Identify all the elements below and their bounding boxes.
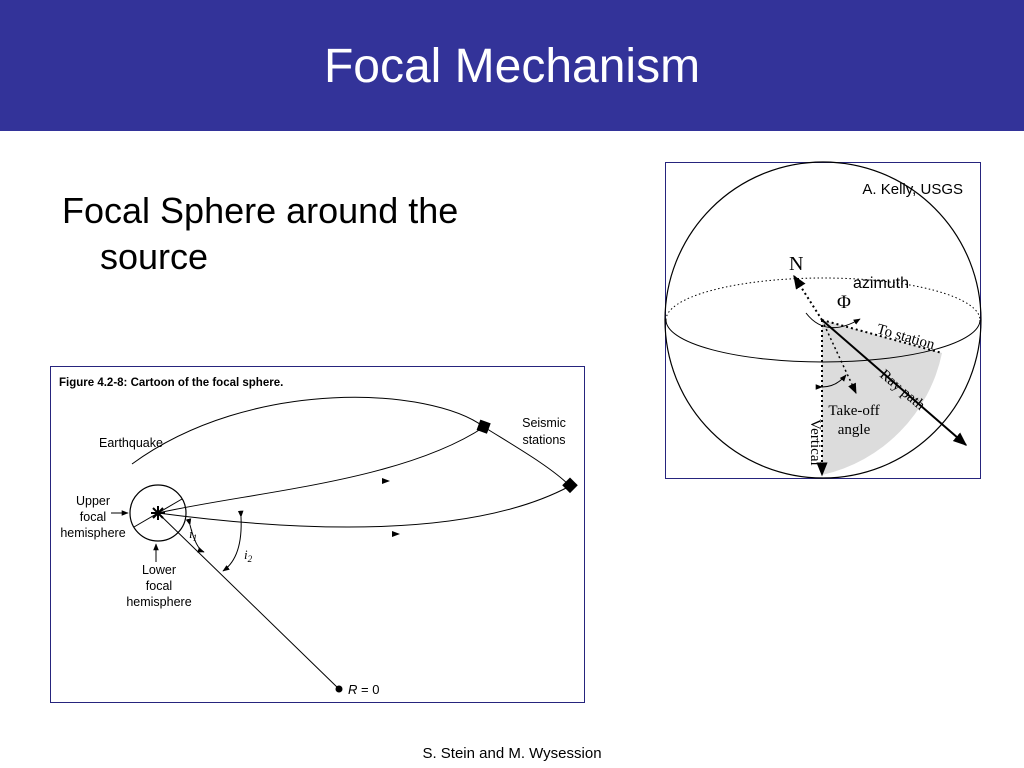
focal-sphere-circle bbox=[129, 484, 187, 542]
lower-hemisphere-label: hemisphere bbox=[126, 595, 191, 609]
focal-sphere-3d-figure: A. Kelly, USGS N azimuth Φ To station Ra… bbox=[664, 161, 982, 479]
focal-sphere-3d-svg: A. Kelly, USGS N azimuth Φ To station Ra… bbox=[664, 161, 982, 479]
takeoff-angle-arc bbox=[815, 374, 847, 390]
azimuth-label: azimuth bbox=[853, 275, 909, 292]
takeoff-angle-arc-1 bbox=[185, 518, 205, 553]
seismic-station-1 bbox=[476, 419, 491, 434]
north-label: N bbox=[789, 253, 803, 275]
credit-text: S. Stein and M. Wysession bbox=[422, 745, 602, 762]
upper-ray-path bbox=[131, 396, 485, 465]
takeoff-label: Take-off bbox=[828, 403, 879, 419]
r-zero-label: R = 0 bbox=[348, 682, 379, 697]
bullet-line-1: Focal Sphere around the bbox=[62, 190, 459, 231]
upper-label: Upper bbox=[76, 494, 110, 508]
sphere-outline bbox=[664, 161, 982, 479]
earthquake-label: Earthquake bbox=[99, 436, 163, 450]
takeoff-projection bbox=[821, 319, 857, 394]
bullet-line-2: source bbox=[100, 236, 209, 277]
lower-focal-label: focal bbox=[146, 579, 172, 593]
seismic-label: Seismic bbox=[522, 416, 566, 430]
title-bar: Focal Mechanism bbox=[0, 0, 1024, 131]
bullet-text: Focal Sphere around the source bbox=[62, 188, 542, 280]
takeoff-shaded-region bbox=[822, 320, 942, 475]
figure-caption: Figure 4.2-8: Cartoon of the focal spher… bbox=[59, 377, 283, 389]
stations-label: stations bbox=[522, 433, 565, 447]
i2-label: i2 bbox=[244, 547, 253, 564]
phi-label: Φ bbox=[837, 292, 851, 313]
focal-sphere-cartoon-figure: Figure 4.2-8: Cartoon of the focal spher… bbox=[50, 366, 585, 703]
to-station-line bbox=[821, 319, 943, 354]
station-connector-path bbox=[483, 426, 571, 487]
upper-focal-label: focal bbox=[80, 510, 106, 524]
equator-back bbox=[665, 277, 981, 321]
focal-sphere-cartoon-svg: Figure 4.2-8: Cartoon of the focal spher… bbox=[59, 377, 578, 697]
angle-label: angle bbox=[838, 422, 871, 438]
ray-path-line bbox=[821, 319, 968, 446]
slide-title: Focal Mechanism bbox=[323, 40, 701, 93]
ray-arrowhead-2 bbox=[392, 531, 400, 537]
takeoff-angle-arc-2 bbox=[222, 510, 244, 572]
north-axis bbox=[793, 274, 823, 321]
vertical-label: Vertical bbox=[807, 419, 823, 466]
upper-hemisphere-label: hemisphere bbox=[60, 526, 125, 540]
ray-arrowhead-1 bbox=[382, 478, 390, 484]
ray-to-station-1 bbox=[157, 426, 485, 514]
earth-center-dot bbox=[335, 685, 343, 693]
seismic-station-2 bbox=[562, 477, 578, 494]
lower-label: Lower bbox=[142, 563, 176, 577]
i1-label: i1 bbox=[189, 526, 197, 543]
azimuth-arc bbox=[805, 312, 861, 329]
source-credit: A. Kelly, USGS bbox=[862, 181, 963, 198]
ray-to-station-2 bbox=[157, 485, 571, 528]
